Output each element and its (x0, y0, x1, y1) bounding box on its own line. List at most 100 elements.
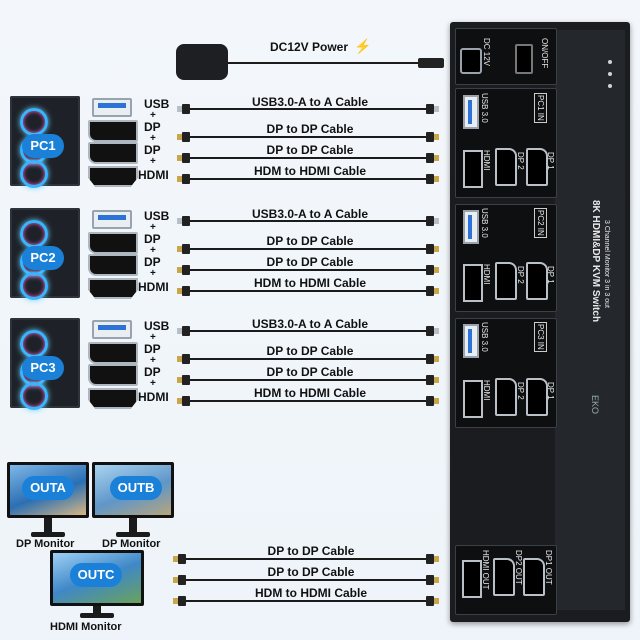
outb-label: DP Monitor (102, 538, 161, 550)
pc3-cable-label: HDM to HDMI Cable (254, 386, 366, 400)
cable-plug (426, 596, 434, 606)
pc1-cable-label: USB3.0-A to A Cable (251, 95, 368, 109)
pc2-cable (190, 220, 426, 222)
outc-badge: OUTC (70, 563, 122, 587)
pc2-badge: PC2 (22, 246, 64, 270)
dp1-out-label: DP1 OUT (544, 550, 553, 585)
pc1-badge: PC1 (22, 134, 64, 158)
pc3-port-label: USB (144, 319, 170, 333)
power-switch[interactable] (515, 44, 533, 74)
hdmi-out-port[interactable] (462, 560, 482, 598)
pc1-hdmi-port[interactable] (88, 166, 138, 187)
pc1-cable (190, 136, 426, 138)
kvm-brand: EKO (590, 395, 600, 415)
pc2-usb-label: USB 3.0 (480, 208, 489, 238)
pc3-hdmi-port[interactable] (88, 388, 138, 409)
cable-plug (426, 104, 434, 114)
cable-plug (426, 216, 434, 226)
cable-plug (426, 244, 434, 254)
pc2-usb-port[interactable] (463, 210, 479, 244)
power-label: DC12V Power (270, 40, 349, 54)
pc3-usb-label: USB 3.0 (480, 322, 489, 352)
pc2-cable (190, 248, 426, 250)
pc3-cable-label: DP to DP Cable (266, 365, 354, 379)
cable-plug (182, 286, 190, 296)
pc2-port-label: + (150, 268, 156, 279)
fan-icon (20, 330, 48, 358)
fan-icon (20, 108, 48, 136)
pc2-usb-port[interactable] (92, 210, 132, 229)
pc1-usb-port[interactable] (463, 95, 479, 129)
pc1-in-label: PC1 IN (534, 93, 547, 123)
pc2-dp2-port[interactable] (495, 262, 517, 300)
power-plug (418, 58, 444, 68)
pc3-usb-port[interactable] (463, 324, 479, 358)
pc2-cable-label: HDM to HDMI Cable (254, 276, 366, 290)
pc1-port-label: + (150, 156, 156, 167)
cable-plug (426, 174, 434, 184)
cable-plug (426, 132, 434, 142)
pc3-port-label: DP (144, 342, 161, 356)
pc2-hdmi-port[interactable] (88, 278, 138, 299)
output-cable (186, 600, 426, 602)
pc1-cable (190, 157, 426, 159)
pc2-dp-port[interactable] (88, 254, 138, 276)
dp2-out-port[interactable] (493, 558, 515, 596)
pc1-dp1-port[interactable] (526, 148, 548, 186)
cable-plug (182, 375, 190, 385)
output-cable (186, 579, 426, 581)
cable-plug (182, 396, 190, 406)
pc1-port-label: + (150, 133, 156, 144)
pc3-port-label: + (150, 378, 156, 389)
hdmi-out-label: HDMI OUT (481, 550, 490, 590)
pc1-dp1-label: DP 1 (546, 152, 555, 170)
cable-plug (182, 153, 190, 163)
pc3-cable-label: USB3.0-A to A Cable (251, 317, 368, 331)
indicator-led (608, 84, 612, 88)
pc1-cable-label: HDM to HDMI Cable (254, 164, 366, 178)
pc3-port-label: DP (144, 365, 161, 379)
pc2-dp-port[interactable] (88, 232, 138, 254)
dc-jack (460, 48, 482, 74)
pc1-cable (190, 178, 426, 180)
pc1-port-label: DP (144, 120, 161, 134)
cable-plug (426, 375, 434, 385)
pc1-hdmi-port[interactable] (463, 150, 483, 188)
cable-plug (178, 554, 186, 564)
pc1-dp-port[interactable] (88, 142, 138, 164)
pc2-port-label: USB (144, 209, 170, 223)
cable-plug (426, 396, 434, 406)
cable-plug (426, 554, 434, 564)
cable-plug (426, 286, 434, 296)
pc3-usb-port[interactable] (92, 320, 132, 339)
pc3-dp-port[interactable] (88, 364, 138, 386)
pc1-dp2-port[interactable] (495, 148, 517, 186)
cable-plug (182, 132, 190, 142)
cable-plug (182, 265, 190, 275)
pc3-cable-label: DP to DP Cable (266, 344, 354, 358)
pc3-dp1-port[interactable] (526, 378, 548, 416)
pc3-cable (190, 330, 426, 332)
pc1-cable (190, 108, 426, 110)
pc1-dp2-label: DP 2 (516, 152, 525, 170)
pc1-usb-port[interactable] (92, 98, 132, 117)
pc3-dp-port[interactable] (88, 342, 138, 364)
cable-plug (178, 596, 186, 606)
output-cable-label: DP to DP Cable (267, 565, 355, 579)
pc2-hdmi-port[interactable] (463, 264, 483, 302)
kvm-side-subtitle: 3 Channel Monitor 3 in 3 out (603, 220, 610, 308)
cable-plug (182, 244, 190, 254)
dp2-out-label: DP2 OUT (514, 550, 523, 585)
pc1-port-label: DP (144, 143, 161, 157)
pc2-cable-label: DP to DP Cable (266, 234, 354, 248)
pc1-dp-port[interactable] (88, 120, 138, 142)
pc1-port-label: HDMI (138, 168, 169, 182)
pc1-cable-label: DP to DP Cable (266, 122, 354, 136)
pc3-dp2-port[interactable] (495, 378, 517, 416)
dp1-out-port[interactable] (523, 558, 545, 596)
output-cable-label: DP to DP Cable (267, 544, 355, 558)
pc2-dp1-port[interactable] (526, 262, 548, 300)
pc2-port-label: + (150, 222, 156, 233)
pc1-hdmi-label: HDMI (482, 150, 491, 171)
pc3-hdmi-port[interactable] (463, 380, 483, 418)
